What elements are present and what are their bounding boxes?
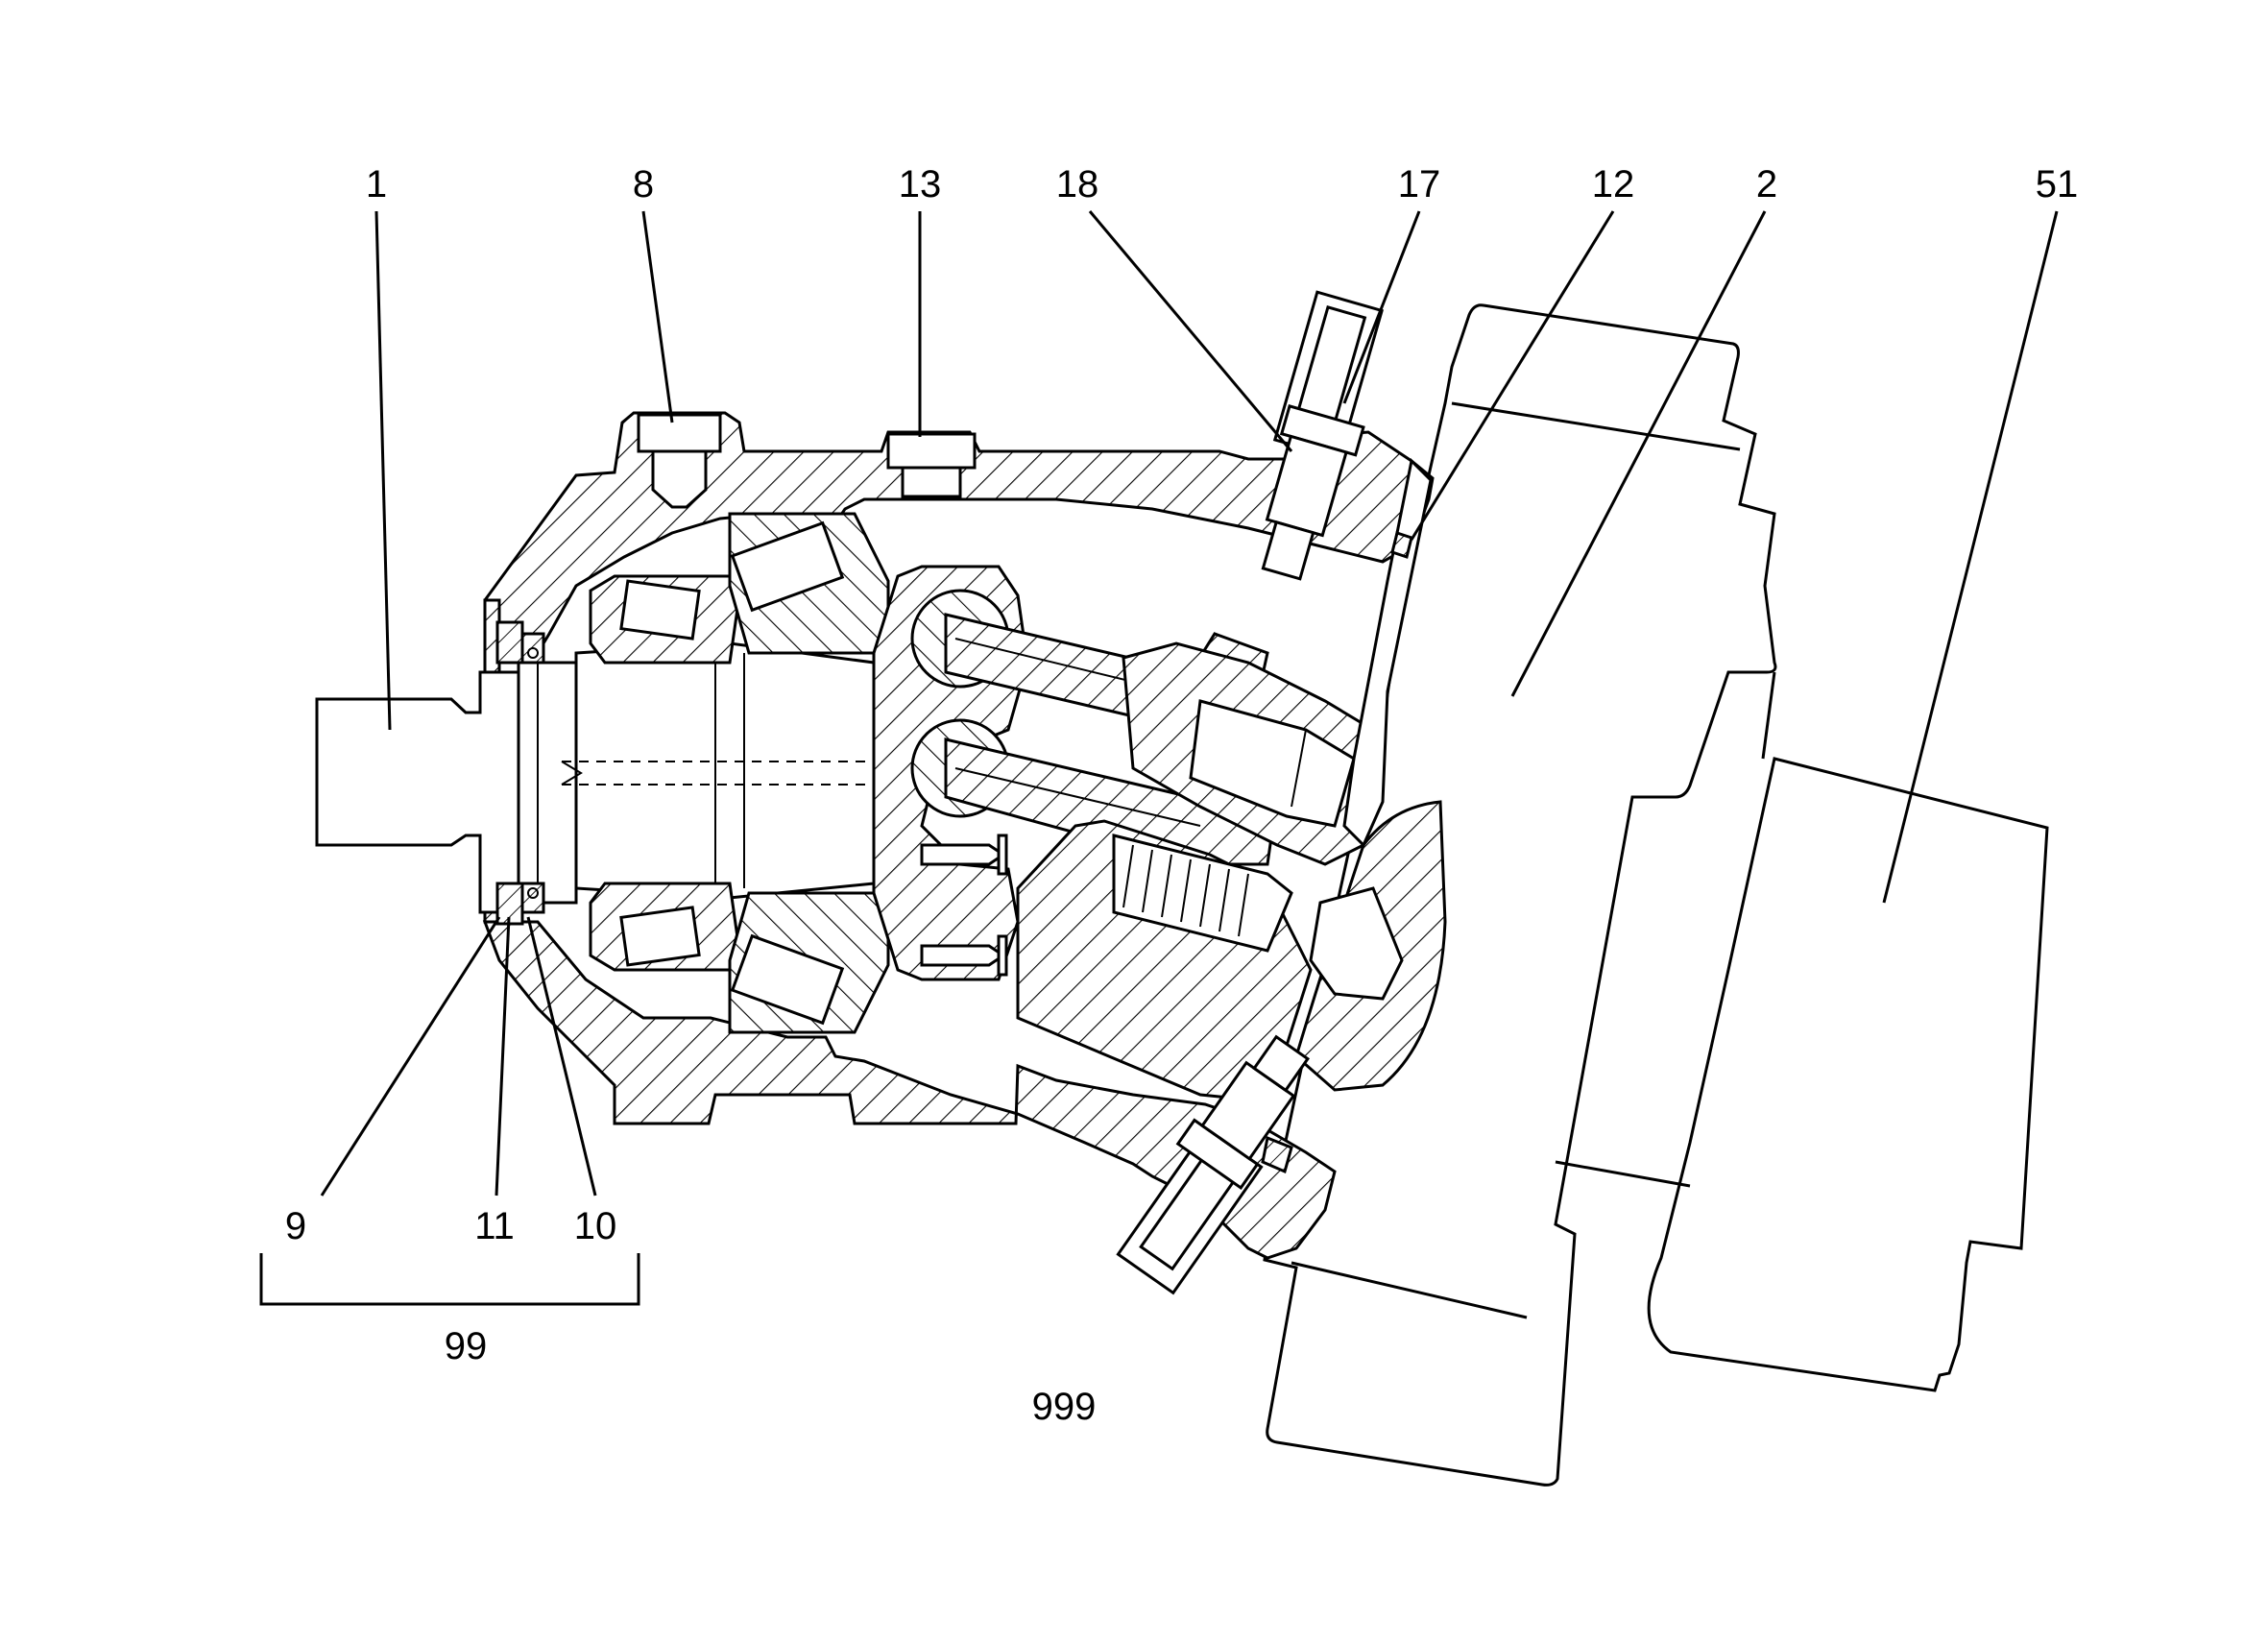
callout-1: 1 (366, 163, 387, 206)
callout-2: 2 (1756, 163, 1777, 206)
callout-999: 999 (1032, 1386, 1097, 1428)
callout-17: 17 (1398, 163, 1441, 206)
leader-lines (259, 210, 2059, 1306)
callout-9: 9 (285, 1205, 306, 1247)
plug-8 (637, 413, 722, 509)
callout-labels: 1 8 13 18 17 12 2 51 9 11 10 99 999 (285, 163, 2078, 1428)
callout-99: 99 (445, 1325, 488, 1367)
callout-10: 10 (574, 1205, 617, 1247)
lower-adjustment-screw (1116, 1034, 1311, 1295)
control-lens (1294, 800, 1447, 1092)
plug-13 (886, 432, 977, 498)
callout-18: 18 (1056, 163, 1099, 206)
callout-13: 13 (899, 163, 942, 206)
callout-11: 11 (474, 1205, 515, 1247)
shaft-seal-pack (495, 620, 545, 926)
rear-tapered-roller-bearing (728, 512, 890, 1034)
port-plate (1261, 457, 1433, 1174)
cylinder-block (1016, 641, 1385, 1101)
callout-12: 12 (1592, 163, 1635, 206)
upper-adjustment-screw (1261, 290, 1384, 581)
callout-51: 51 (2036, 163, 2079, 206)
front-tapered-roller-bearing (589, 574, 741, 972)
drive-shaft (315, 641, 893, 914)
callout-8: 8 (633, 163, 654, 206)
